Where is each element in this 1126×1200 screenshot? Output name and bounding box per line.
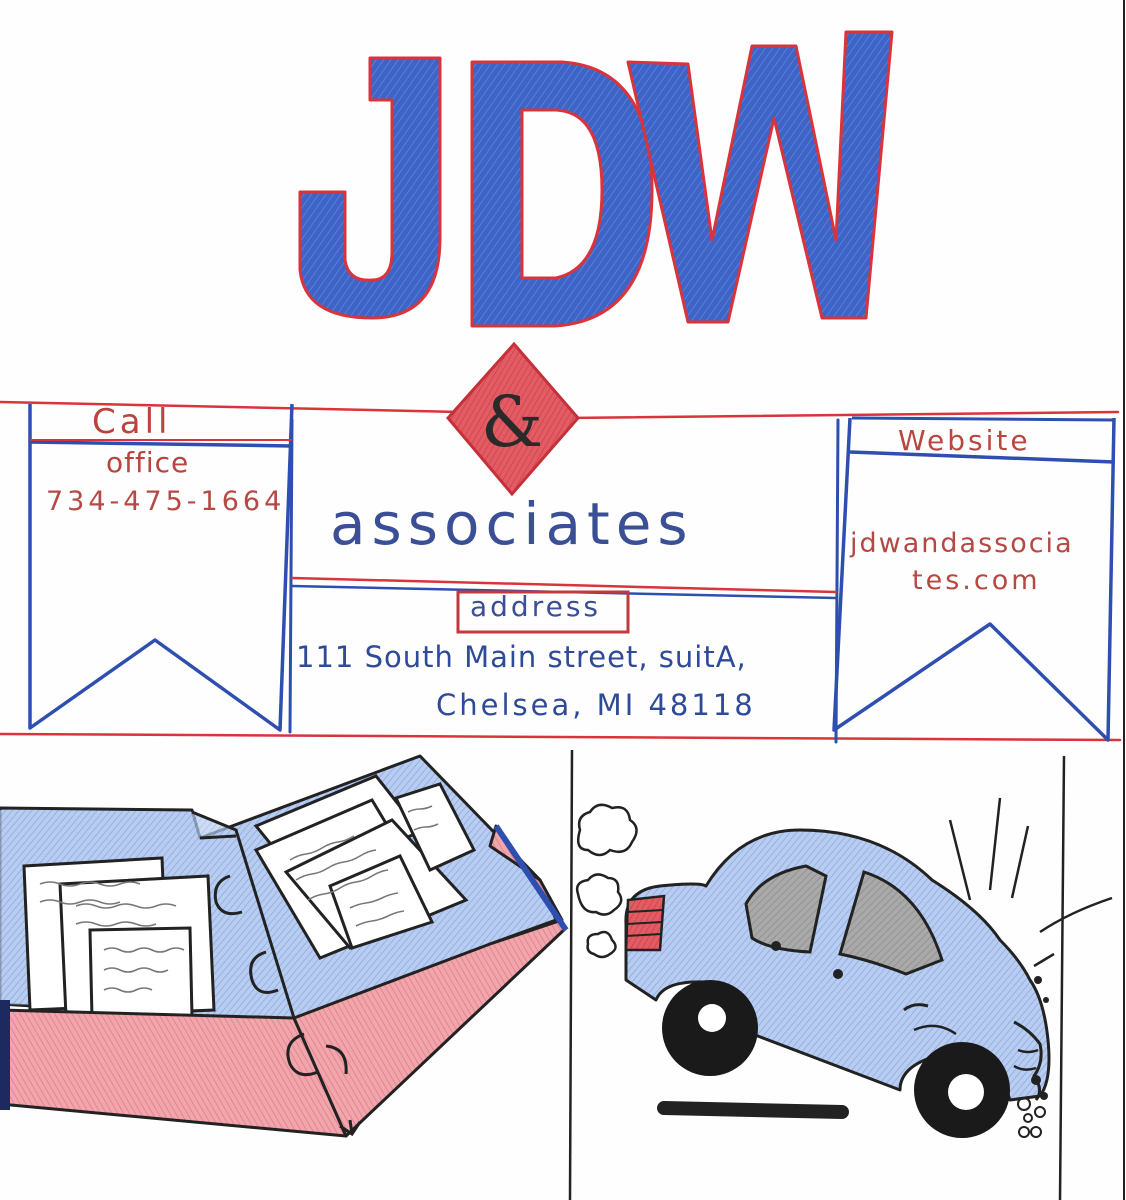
logo-letter-j — [298, 56, 442, 320]
address-line-1: 111 South Main street, suitA, — [296, 640, 747, 674]
address-line-2: Chelsea, MI 48118 — [436, 688, 756, 722]
office-label: office — [106, 446, 190, 479]
panel-dividers — [568, 749, 1066, 1200]
company-word: associates — [330, 490, 694, 558]
jdw-logo — [298, 30, 894, 328]
website-url-line-1[interactable]: jdwandassocia — [850, 528, 1074, 559]
car-wheel-rear — [662, 980, 758, 1076]
crashed-car-icon — [575, 797, 1113, 1138]
call-ribbon — [28, 403, 294, 732]
car-wheel-front — [914, 1042, 1010, 1138]
logo-letter-d — [470, 60, 654, 328]
address-heading: address — [470, 590, 602, 623]
website-heading: Website — [898, 424, 1031, 457]
file-box-icon — [0, 754, 569, 1138]
website-url-line-2[interactable]: tes.com — [912, 565, 1041, 596]
logo-letter-w — [626, 30, 894, 324]
website-ribbon — [832, 416, 1116, 742]
call-heading: Call — [92, 402, 172, 442]
ampersand-glyph: & — [481, 381, 543, 463]
ampersand-diamond: & — [446, 341, 580, 497]
phone-number[interactable]: 734-475-1664 — [46, 486, 286, 517]
